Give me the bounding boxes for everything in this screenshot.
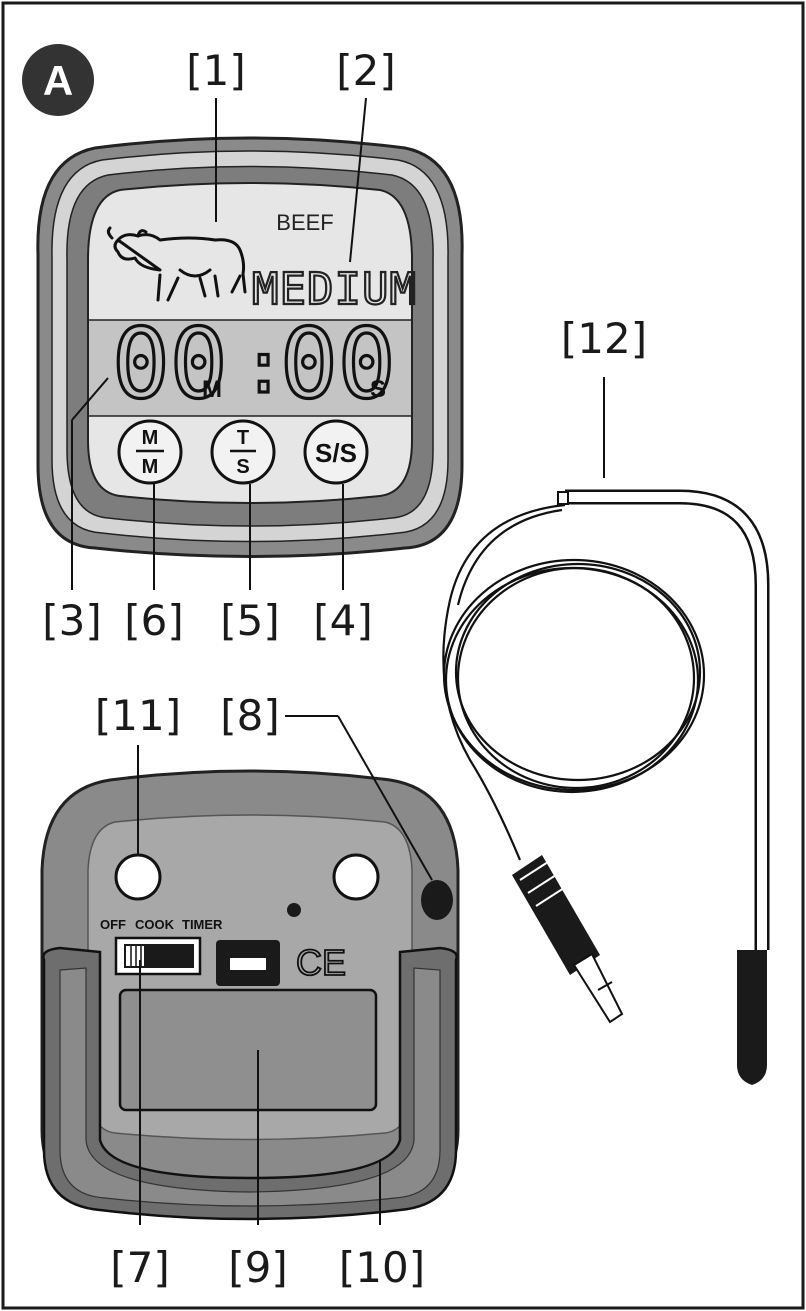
callout-11: [11] (95, 691, 181, 740)
probe-plug (512, 855, 624, 1024)
mm-button[interactable]: M M (117, 419, 183, 485)
mm-button-bottom: M (142, 456, 159, 478)
stand-clip (216, 940, 280, 986)
callout-8: [8] (220, 691, 280, 740)
ts-button[interactable]: T S (210, 419, 276, 485)
callout-1: [1] (186, 46, 246, 95)
back-callouts: [11] [8] [7] [9] [10] (95, 691, 433, 1292)
doneness-label: MEDIUM (252, 264, 417, 315)
magnet-left (114, 853, 162, 901)
figure-badge-letter: A (43, 57, 73, 104)
ss-button[interactable]: S/S (303, 419, 369, 485)
callout-12: [12] (561, 314, 647, 363)
minutes-unit: M (202, 376, 222, 403)
reset-hole (287, 903, 301, 917)
back-unit: OFF COOK TIMER CE (40, 769, 460, 1221)
ts-button-bottom: S (236, 456, 249, 478)
front-callouts: [1] [2] [3] [6] [5] [4] (42, 46, 396, 645)
food-label: BEEF (276, 210, 333, 235)
seconds-unit: S (370, 376, 386, 403)
callout-2: [2] (336, 46, 396, 95)
callout-3: [3] (42, 596, 102, 645)
figure-badge: A (22, 44, 94, 116)
seconds-digits: 00 (280, 308, 396, 420)
callout-5: [5] (220, 596, 280, 645)
cow-icon (106, 226, 247, 302)
front-unit: BEEF MEDIUM 00 M : 00 S M M T S S/S (36, 136, 464, 558)
mm-button-top: M (142, 427, 159, 449)
magnet-right (332, 853, 380, 901)
switch-label-timer: TIMER (182, 917, 223, 932)
mode-switch[interactable] (114, 936, 202, 976)
battery-cover[interactable] (118, 988, 378, 1112)
callout-9: [9] (228, 1243, 288, 1292)
callout-4: [4] (313, 596, 373, 645)
probe-tip (737, 950, 767, 1085)
probe-socket (421, 880, 453, 920)
switch-label-off: OFF (100, 917, 126, 932)
switch-label-cook: COOK (135, 917, 175, 932)
ss-button-label: S/S (315, 438, 357, 468)
ts-button-top: T (237, 427, 249, 449)
time-display-band (89, 320, 411, 416)
time-separator: : (242, 325, 285, 409)
minutes-digits: 00 (112, 308, 228, 420)
ce-mark: CE (296, 942, 346, 983)
callout-10: [10] (339, 1243, 425, 1292)
probe-cable: [12] (442, 314, 770, 1085)
callout-7: [7] (110, 1243, 170, 1292)
callout-6: [6] (124, 596, 184, 645)
